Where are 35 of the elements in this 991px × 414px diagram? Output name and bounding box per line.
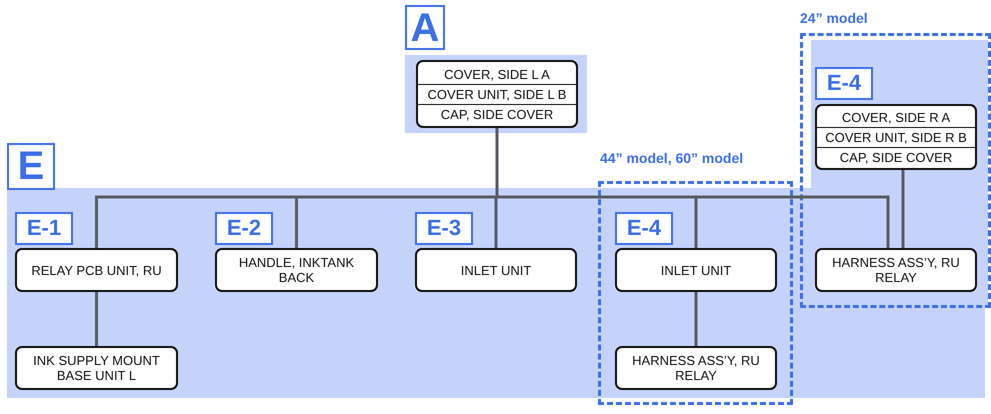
part-box xyxy=(15,248,178,292)
part-name: RELAY PCB UNIT, RU xyxy=(30,262,163,280)
part-box xyxy=(416,60,578,128)
part-name: COVER UNIT, SIDE L B xyxy=(418,84,576,104)
part-name: HANDLE, INKTANK BACK xyxy=(238,254,356,287)
section-number: E-2 xyxy=(215,212,273,245)
connector-line xyxy=(694,292,698,346)
part-box xyxy=(415,248,577,292)
part-box xyxy=(815,104,977,170)
part-name: HARNESS ASS’Y, RU RELAY xyxy=(631,352,761,385)
part-name: HARNESS ASS’Y, RU RELAY xyxy=(831,254,961,287)
part-name: INK SUPPLY MOUNT BASE UNIT L xyxy=(32,352,161,385)
section-number: E-1 xyxy=(15,212,73,245)
section-group xyxy=(405,5,587,133)
section-number: E-4 xyxy=(615,212,673,245)
connector-line xyxy=(95,292,98,346)
connector-line xyxy=(902,170,904,248)
part-name: COVER, SIDE L A xyxy=(443,66,551,84)
part-name: INLET UNIT xyxy=(460,262,532,280)
part-name: CAP, SIDE COVER xyxy=(418,104,576,124)
section-number: E-4 xyxy=(815,67,873,100)
part-box xyxy=(615,248,777,292)
part-box xyxy=(615,346,777,390)
section-letter: A xyxy=(405,5,445,50)
part-box xyxy=(215,248,378,292)
part-box xyxy=(15,346,178,390)
part-name: COVER, SIDE R A xyxy=(840,108,952,126)
part-name: INLET UNIT xyxy=(660,262,732,280)
part-box xyxy=(815,248,977,292)
section-number: E-3 xyxy=(415,212,473,245)
model-heading: 24” model xyxy=(800,10,868,26)
part-name: CAP, SIDE COVER xyxy=(817,146,975,166)
model-heading: 44” model, 60” model xyxy=(600,150,744,166)
part-name: COVER UNIT, SIDE R B xyxy=(817,126,975,146)
section-letter: E xyxy=(7,143,55,190)
